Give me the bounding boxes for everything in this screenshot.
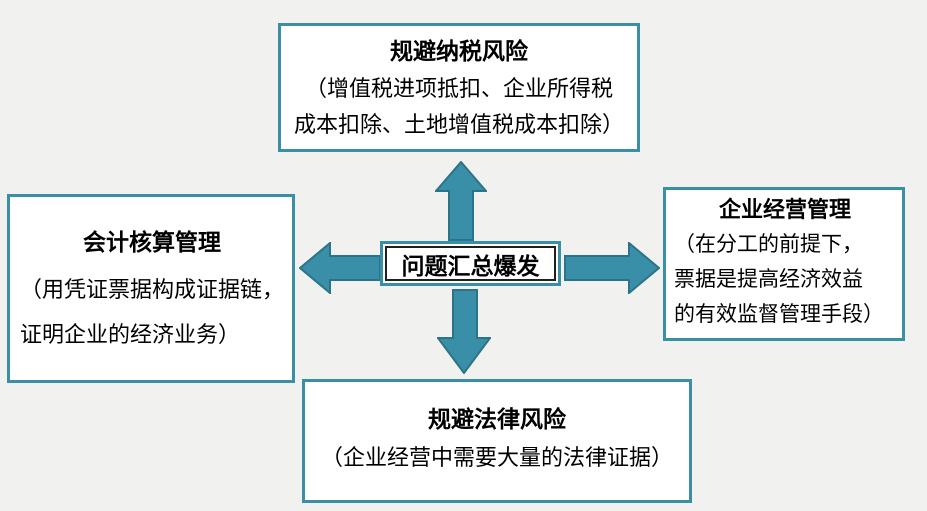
node-tax-risk: 规避纳税风险 （增值税进项抵扣、企业所得税 成本扣除、土地增值税成本扣除） bbox=[278, 23, 640, 152]
node-accounting-management: 会计核算管理 （用凭证票据构成证据链， 证明企业的经济业务） bbox=[7, 194, 295, 383]
node-legal-risk-title: 规避法律风险 bbox=[428, 407, 566, 433]
node-business-management-title: 企业经营管理 bbox=[718, 198, 851, 223]
node-legal-risk: 规避法律风险 （企业经营中需要大量的法律证据） bbox=[302, 379, 692, 503]
node-business-management-body: （在分工的前提下， 票据是提高经济效益 的有效监督管理手段） bbox=[674, 232, 884, 326]
center-label-box: 问题汇总爆发 bbox=[385, 246, 556, 281]
arrow-right-icon bbox=[564, 242, 660, 294]
node-business-management: 企业经营管理 （在分工的前提下， 票据是提高经济效益 的有效监督管理手段） bbox=[663, 187, 905, 341]
arrow-down-icon bbox=[437, 289, 491, 374]
node-legal-risk-body: （企业经营中需要大量的法律证据） bbox=[320, 446, 673, 471]
center-node: 问题汇总爆发 bbox=[380, 241, 561, 286]
node-tax-risk-title: 规避纳税风险 bbox=[390, 39, 528, 65]
node-accounting-management-body: （用凭证票据构成证据链， 证明企业的经济业务） bbox=[20, 278, 285, 348]
node-tax-risk-body: （增值税进项抵扣、企业所得税 成本扣除、土地增值税成本扣除） bbox=[293, 77, 624, 138]
node-accounting-management-title: 会计核算管理 bbox=[83, 230, 221, 256]
center-label: 问题汇总爆发 bbox=[401, 253, 540, 280]
arrow-up-icon bbox=[435, 161, 487, 241]
arrow-left-icon bbox=[299, 242, 381, 294]
